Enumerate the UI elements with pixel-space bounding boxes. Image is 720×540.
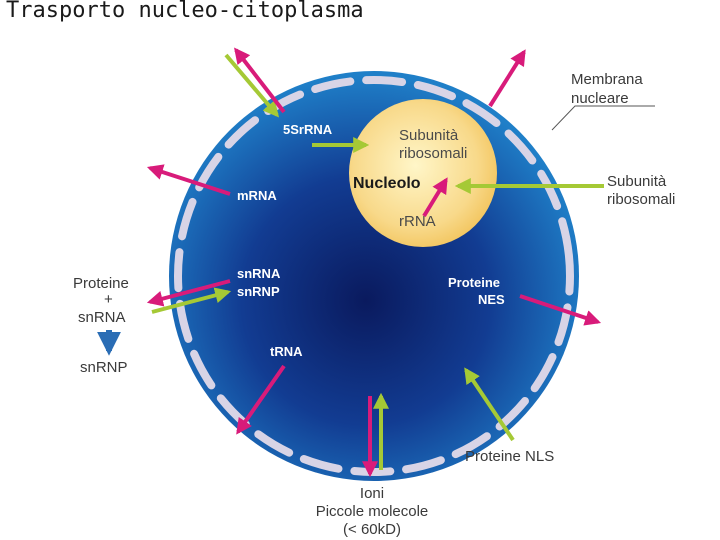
export-arrow-trna xyxy=(236,364,286,435)
export-arrow-ribosomal-subunits xyxy=(488,49,526,108)
label-left-plus: + xyxy=(104,291,113,308)
label-snrna: snRNA xyxy=(237,266,281,281)
slide-title: Trasporto nucleo-citoplasma xyxy=(6,0,364,23)
label-subunita-outside: Subunità xyxy=(607,173,667,190)
label-left-proteine: Proteine xyxy=(73,275,129,292)
label-subunita-inside: Subunità xyxy=(399,127,459,144)
nucleolus xyxy=(349,99,497,247)
label-proteine-nls: Proteine NLS xyxy=(465,448,554,465)
import-arrow-5srrna xyxy=(224,53,280,118)
label-ribosomali-outside: ribosomali xyxy=(607,191,675,208)
label-proteine-nes-2: NES xyxy=(478,292,505,307)
import-arrow-snrnp xyxy=(151,287,232,314)
label-membrana: Membrana xyxy=(571,71,643,88)
label-left-snrnp: snRNP xyxy=(80,359,128,376)
membrane-pointer-line xyxy=(551,105,655,131)
nuclear-envelope xyxy=(174,76,574,476)
import-arrow-nls xyxy=(464,367,515,442)
label-ioni: Ioni xyxy=(360,485,384,502)
export-arrow-rrna xyxy=(422,177,448,218)
label-ribosomali-inside: ribosomali xyxy=(399,145,467,162)
label-piccole-molecole: Piccole molecole xyxy=(316,503,429,520)
label-5srrna: 5SrRNA xyxy=(283,122,333,137)
label-mrna: mRNA xyxy=(237,188,277,203)
label-kd: (< 60kD) xyxy=(343,521,401,538)
label-rrna: rRNA xyxy=(399,213,436,230)
label-trna: tRNA xyxy=(270,344,303,359)
label-left-snrna: snRNA xyxy=(78,309,126,326)
label-nucleare: nucleare xyxy=(571,90,629,107)
label-snrnp: snRNP xyxy=(237,284,280,299)
export-arrow-nes xyxy=(519,294,602,326)
export-arrow-mrna xyxy=(146,164,231,196)
label-proteine-nes-1: Proteine xyxy=(448,275,500,290)
label-nucleolo: Nucleolo xyxy=(353,175,421,192)
export-arrow-5srrna xyxy=(234,47,286,114)
export-arrow-snrna xyxy=(146,279,231,307)
